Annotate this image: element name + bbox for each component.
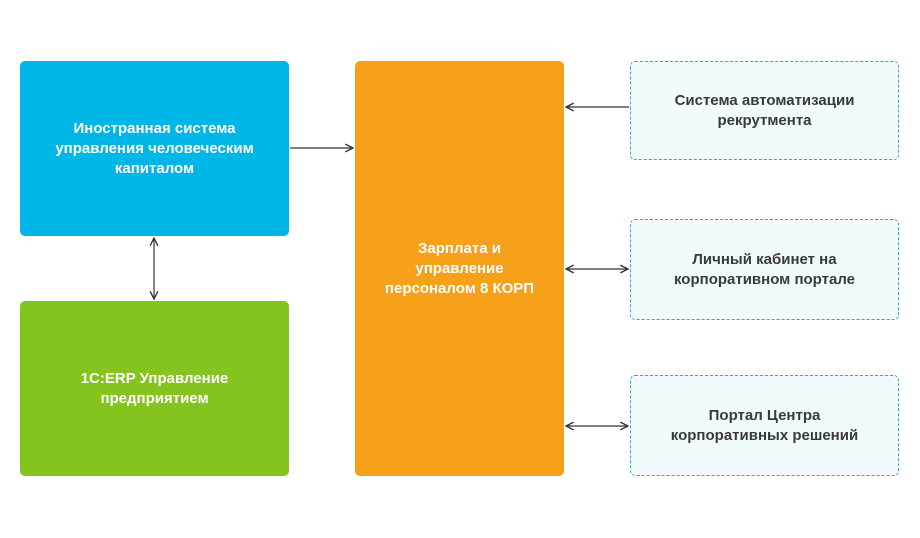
node-recruiting: Система автоматизации рекрутмента (630, 61, 899, 160)
node-portal-cabinet: Личный кабинет на корпоративном портале (630, 219, 899, 320)
node-erp-label: 1C:ERP Управление предприятием (80, 369, 229, 407)
node-recruiting-label: Система автоматизации рекрутмента (674, 91, 855, 129)
node-erp: 1C:ERP Управление предприятием (20, 301, 289, 476)
node-foreign-hcm-label: Иностранная система управления человечес… (55, 119, 254, 177)
node-foreign-hcm: Иностранная система управления человечес… (20, 61, 289, 236)
node-zup: Зарплата и управление персоналом 8 КОРП (355, 61, 564, 476)
node-portal-cabinet-label: Личный кабинет на корпоративном портале (674, 250, 855, 288)
node-portal-center-label: Портал Центра корпоративных решений (670, 406, 859, 444)
node-zup-label: Зарплата и управление персоналом 8 КОРП (384, 239, 535, 297)
node-portal-center: Портал Центра корпоративных решений (630, 375, 899, 476)
